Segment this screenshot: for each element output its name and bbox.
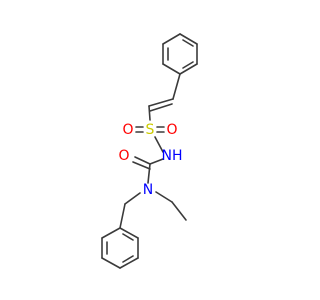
sulfonyl-bonds [135,126,165,153]
atom-oxygen-carbonyl: O [118,148,129,164]
atom-oxygen-sulfonyl-left: O [122,122,133,138]
vinyl-bonds [148,73,181,121]
atom-oxygen-sulfonyl-right: O [166,122,177,138]
phenyl-ring-top [162,33,198,75]
n-substituent-bonds [119,191,187,229]
phenyl-ring-bottom [101,227,139,269]
atom-sulfur: S [146,122,155,138]
urea-bonds [132,156,164,184]
atom-nh: NH [162,148,183,164]
atom-nitrogen: N [143,182,153,198]
atom-labels: O S O NH O N [118,122,182,198]
molecule-structure: O S O NH O N [101,33,198,269]
